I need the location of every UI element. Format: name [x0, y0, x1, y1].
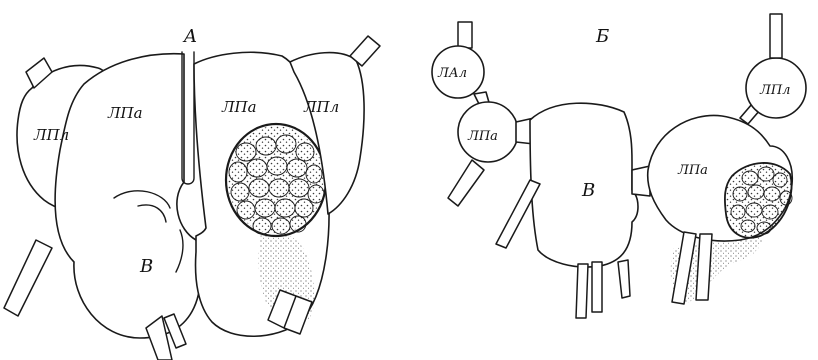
panel-b-right-tube-2 [696, 234, 712, 300]
panel-b: Б [432, 14, 806, 318]
panel-a: A [4, 26, 380, 360]
panel-b-label-pl-right: ЛПл [759, 83, 790, 98]
panel-a-label-b: B [139, 256, 153, 277]
panel-b-left-bottom-tube [448, 160, 484, 206]
panel-b-title: Б [595, 26, 609, 47]
panel-b-right-top-tube [770, 14, 782, 58]
panel-a-label-pa-left: ЛПа [107, 104, 143, 122]
panel-b-left-top-tube [458, 22, 472, 48]
panel-b-central-tube-2 [592, 262, 602, 312]
panel-b-label-b: B [581, 180, 595, 201]
panel-b-label-pa-right: ЛПа [677, 163, 708, 178]
panel-a-label-pl-right: ЛПл [303, 98, 339, 116]
panel-a-left-anterior-lobe [55, 54, 200, 338]
panel-a-label-pa-right: ЛПа [221, 98, 257, 116]
panel-b-label-pl-left: ЛАл [437, 66, 467, 81]
panel-a-title: A [182, 26, 197, 47]
panel-a-label-pl-left: ЛПл [33, 126, 69, 144]
panel-b-central-tube-3 [618, 260, 630, 298]
panel-b-central-tube-1 [576, 264, 588, 318]
panel-a-left-bottom-tube [4, 240, 52, 316]
panel-b-label-pa-left: ЛПа [467, 129, 498, 144]
